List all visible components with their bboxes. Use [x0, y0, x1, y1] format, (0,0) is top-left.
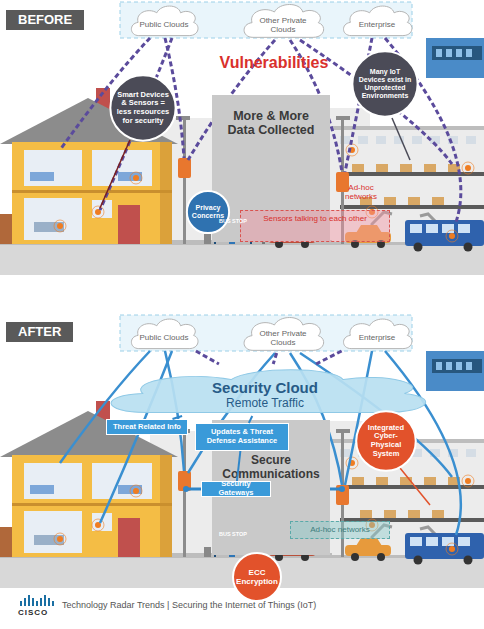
after-panel [120, 315, 412, 351]
after-panel [0, 351, 484, 588]
after-panel [0, 315, 484, 588]
connector-line [273, 353, 276, 364]
warning-heading: Vulnerabilities [204, 54, 344, 72]
after-panel [0, 351, 484, 588]
node-label: Enterprise [359, 20, 395, 29]
node-label: Other Private Clouds [252, 329, 314, 347]
node-label: Other Private Clouds [252, 16, 314, 34]
node-label: Public Clouds [140, 20, 189, 29]
node-label: Privacy Concerns [190, 204, 226, 220]
info-box: Updates & Threat Defense Assistance [195, 423, 289, 451]
node-label: Ad-hoc networks [310, 525, 370, 534]
network-band: Ad-hoc networksSensors talking to each o… [240, 210, 390, 242]
info-box: Security Gateways [201, 481, 271, 497]
after-panel [183, 486, 189, 492]
connector-line [316, 351, 342, 364]
node-label: Many IoT Devices exist in Unprotected En… [357, 68, 413, 100]
cloud-outline [128, 315, 200, 351]
after-panel [339, 486, 345, 492]
cisco-logo [28, 595, 30, 606]
panel-badge: AFTER [6, 322, 73, 342]
before-panel [392, 118, 410, 160]
cloud-node: Other Private Clouds [240, 0, 326, 40]
node-subtext: Sensors talking to each other [263, 214, 367, 223]
callout-circle: Smart Devices & Sensors = less resources… [109, 74, 177, 142]
cisco-logo [24, 598, 26, 606]
circle-shape [352, 51, 417, 116]
node-label: Threat Related Info [113, 423, 181, 432]
cisco-logo [20, 601, 22, 606]
node-label: Secure Communications [218, 454, 324, 482]
cloud-shape [344, 319, 412, 349]
node-label: Integrated Cyber-Physical System [361, 424, 411, 459]
node-label: Public Clouds [140, 333, 189, 342]
node-label: Enterprise [359, 333, 395, 342]
brand-logo-text: CISCO [18, 609, 48, 618]
info-box: Threat Related Info [106, 419, 188, 435]
callout-circle: Many IoT Devices exist in Unprotected En… [351, 50, 419, 118]
before-panel [100, 140, 130, 208]
cisco-logo [52, 601, 54, 606]
cloud-shape [131, 319, 198, 349]
cloud-shape [111, 370, 426, 413]
connector-line [196, 351, 219, 364]
cloud-outline [340, 2, 414, 38]
node-label: ECC Encryption [236, 568, 278, 586]
cloud-shape [344, 6, 412, 36]
circle-shape [110, 75, 175, 140]
footer-caption: Technology Radar Trends | Securing the I… [62, 600, 316, 610]
cisco-logo [36, 601, 38, 606]
solution-circle: Integrated Cyber-Physical System [355, 410, 417, 472]
before-panel [120, 2, 412, 38]
cisco-logo [40, 598, 42, 606]
network-band: Ad-hoc networks [290, 521, 390, 539]
before-panel [0, 38, 484, 275]
cloud-node: Enterprise [340, 315, 414, 351]
cisco-logo [20, 595, 54, 606]
node-label: Ad-hoc networks [333, 183, 389, 201]
node-label: Smart Devices & Sensors = less resources… [115, 91, 171, 126]
cloud-node: Enterprise [340, 2, 414, 38]
bus-stop-sign: BUS STOP [214, 218, 252, 224]
circle-shape [233, 553, 281, 601]
node-label: Updates & Threat Defense Assistance [199, 428, 285, 445]
cisco-logo [48, 598, 50, 606]
bus-stop-sign: BUS STOP [214, 531, 252, 537]
cloud-node: Other Private Clouds [240, 313, 326, 353]
cisco-logo [44, 595, 46, 606]
cloud-shape [244, 5, 324, 38]
solution-circle: ECC Encryption [232, 552, 282, 602]
node-label: Security Gateways [203, 480, 269, 497]
before-panel [0, 2, 484, 275]
node-label: More & More Data Collected [218, 109, 324, 138]
cloud-node: Public Clouds [128, 2, 200, 38]
circle-shape [356, 411, 416, 471]
cloud-shape [244, 318, 324, 351]
panel-badge: BEFORE [6, 10, 84, 30]
callout-circle: Privacy Concerns [186, 190, 230, 234]
node-label: Security Cloud [212, 379, 318, 396]
circle-shape [187, 191, 229, 233]
cisco-logo [32, 598, 34, 606]
security-cloud: Security CloudRemote Traffic [95, 364, 435, 416]
cloud-outline [128, 2, 200, 38]
cloud-outline [340, 315, 414, 351]
cloud-node: Public Clouds [128, 315, 200, 351]
after-panel [400, 468, 430, 505]
node-subtext: Remote Traffic [226, 397, 304, 411]
cloud-shape [131, 6, 198, 36]
